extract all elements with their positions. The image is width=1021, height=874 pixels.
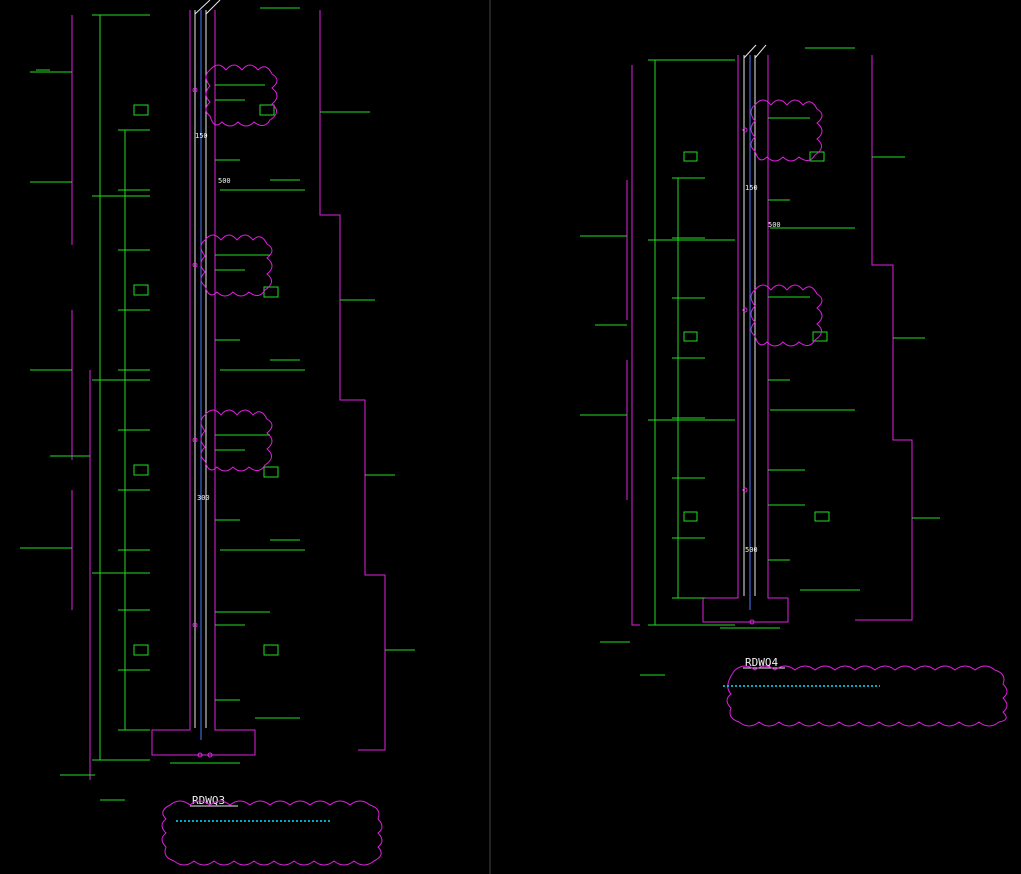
detail-rdwq4: RDWQ4 <box>580 44 1008 727</box>
dim-text: 300 <box>197 494 210 502</box>
dim-text: 500 <box>745 546 758 554</box>
wall-label-rdwq4: RDWQ4 <box>745 656 778 669</box>
dim-text: 150 <box>745 184 758 192</box>
detail-rdwq3: RDWQ3 <box>20 0 415 866</box>
dimension-texts: 150 500 300 500 150 500 <box>195 132 781 554</box>
dim-text: 500 <box>218 177 231 185</box>
dim-text: 150 <box>195 132 208 140</box>
wall-label-rdwq3: RDWQ3 <box>192 794 225 807</box>
dim-text: 500 <box>768 221 781 229</box>
